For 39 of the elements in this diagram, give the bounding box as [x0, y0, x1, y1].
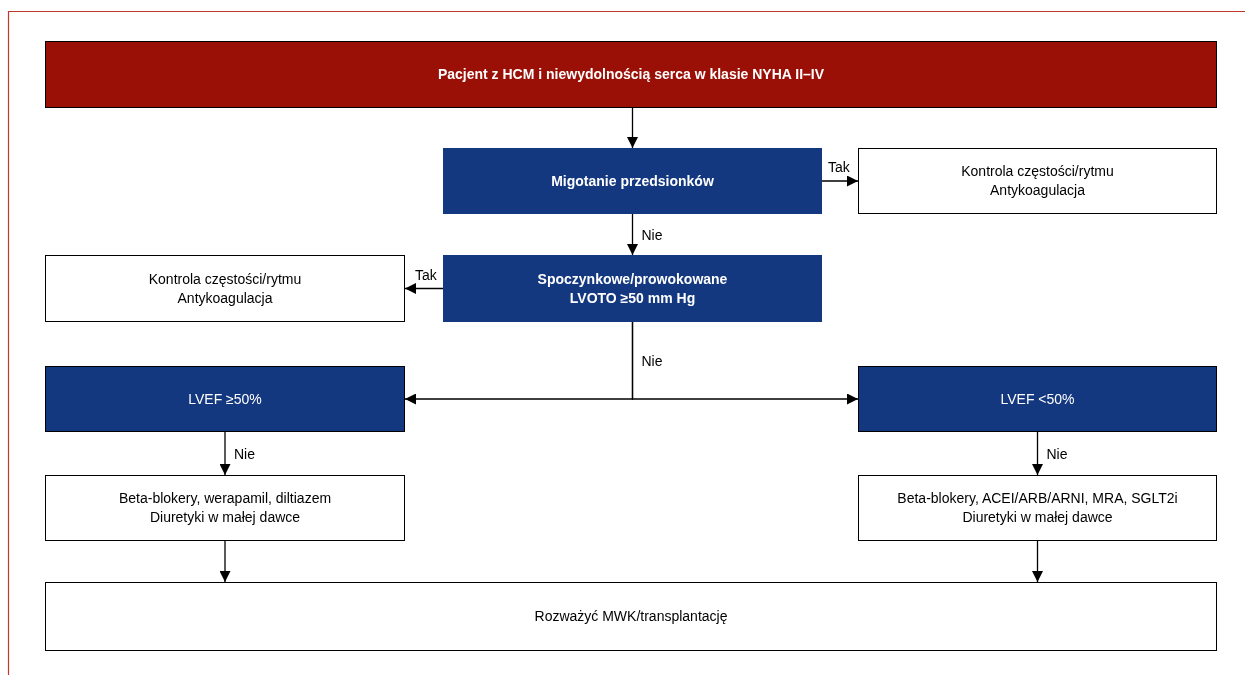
box-text: Migotanie przedsionków: [551, 171, 714, 191]
edge-label: Tak: [827, 159, 851, 175]
edge-label: Nie: [233, 445, 256, 462]
arrow: [627, 213, 638, 256]
arrow: [627, 107, 638, 149]
arrow: [1032, 431, 1043, 476]
condition-box: [45, 366, 405, 432]
box-text: Kontrola częstości/rytmu: [961, 162, 1114, 181]
box-text: LVEF <50%: [1000, 389, 1075, 409]
box-text: Diuretyki w małej dawce: [962, 508, 1113, 527]
action-box: [858, 475, 1217, 541]
action-box: [45, 475, 405, 541]
edge-label: Nie: [640, 226, 664, 243]
arrow: [631, 321, 859, 405]
box-text: Pacjent z HCM i niewydolnością serca w klasie NYHA II–IV: [437, 65, 825, 84]
decision-box: [443, 148, 822, 214]
arrow: [219, 431, 231, 476]
decision-box: [443, 255, 822, 322]
action-box: [45, 255, 405, 322]
edge-label: Nie: [640, 352, 664, 369]
start-box: [45, 41, 1217, 108]
arrow: [404, 283, 444, 294]
box-text: Rozważyć MWK/transplantację: [534, 607, 728, 626]
box-text: Beta-blokery, werapamil, diltiazem: [118, 489, 332, 508]
box-text: Antykoagulacja: [177, 288, 273, 308]
condition-box: [858, 366, 1217, 432]
arrow: [1032, 540, 1043, 583]
box-text: Beta-blokery, ACEI/ARB/ARNI, MRA, SGLT2i: [897, 489, 1178, 508]
box-text: LVEF ≥50%: [188, 389, 262, 409]
edge-label: Nie: [1045, 445, 1069, 462]
box-text: Spoczynkowe/prowokowane LVOTO ≥50 mm Hg: [536, 269, 729, 308]
edge-label: Tak: [414, 266, 438, 283]
box-text: Antykoagulacja: [990, 181, 1085, 200]
arrow: [219, 540, 231, 583]
action-box: [45, 582, 1217, 651]
box-text: Kontrola częstości/rytmu: [148, 269, 302, 289]
arrow: [821, 175, 859, 187]
box-text: Diuretyki w małej dawce: [149, 508, 301, 527]
action-box: [858, 148, 1217, 214]
